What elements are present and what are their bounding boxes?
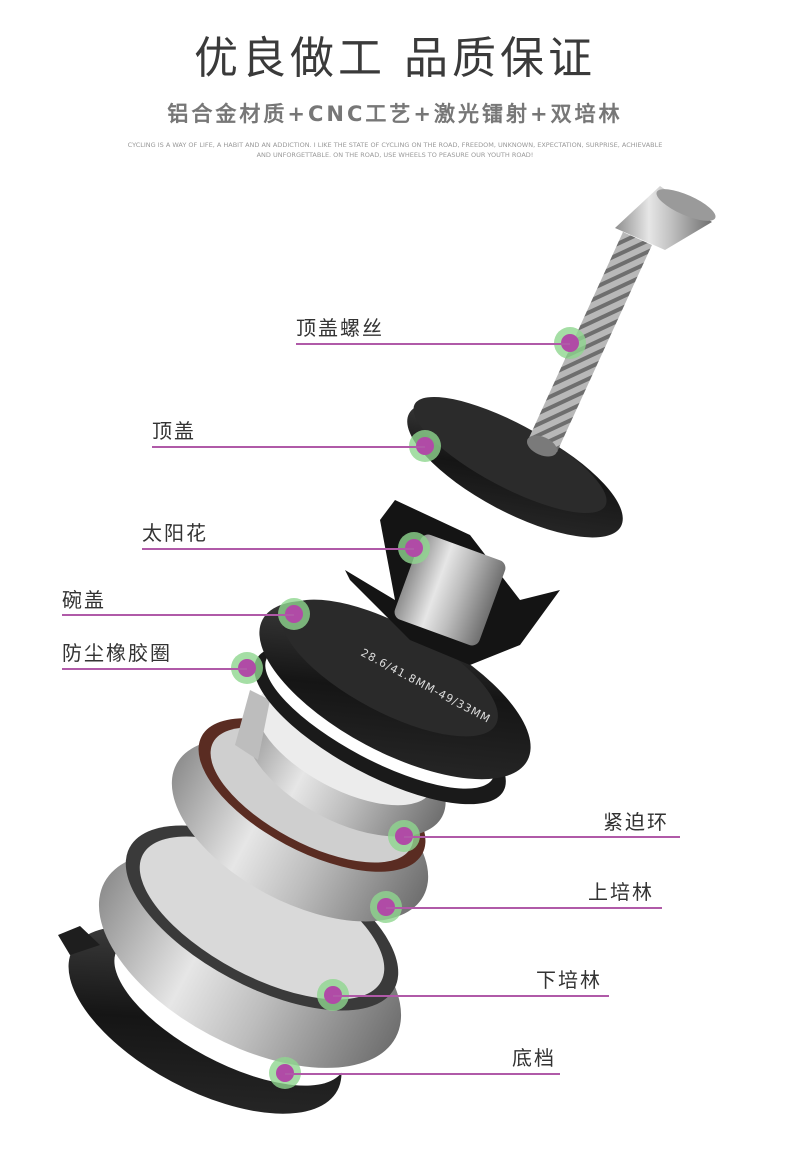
label-bottom-race: 底档 — [512, 1046, 556, 1070]
marker-star-nut — [398, 532, 430, 564]
label-star-nut: 太阳花 — [142, 521, 208, 545]
leader-upper-bearing — [386, 907, 662, 909]
lower-bearing — [98, 825, 402, 1068]
page-title: 优良做工 品质保证 — [194, 33, 596, 84]
leader-star-nut — [142, 548, 414, 550]
label-upper-bearing: 上培林 — [588, 880, 654, 904]
marker-cup-cover — [278, 598, 310, 630]
cup-cover: 28.6/41.8MM-49/33MM — [259, 599, 531, 780]
top-cap — [407, 396, 623, 538]
marker-dust-seal — [231, 652, 263, 684]
label-lower-bearing: 下培林 — [536, 968, 602, 992]
label-compression-ring: 紧迫环 — [603, 810, 669, 834]
leader-lower-bearing — [333, 995, 609, 997]
leader-dust-seal — [62, 668, 247, 670]
label-cup-cover: 碗盖 — [62, 588, 106, 612]
leader-compression-ring — [404, 836, 680, 838]
tagline: CYCLING IS A WAY OF LIFE, A HABIT AND AN… — [127, 141, 663, 159]
label-dust-seal: 防尘橡胶圈 — [62, 641, 172, 665]
star-nut — [345, 500, 560, 665]
label-top-cap: 顶盖 — [152, 419, 196, 443]
leader-cup-cover — [62, 614, 294, 616]
leader-top-cap-bolt — [296, 343, 570, 345]
top-cap-bolt — [526, 186, 716, 457]
marker-top-cap — [409, 430, 441, 462]
leader-top-cap — [152, 446, 425, 448]
label-top-cap-bolt: 顶盖螺丝 — [296, 316, 384, 340]
marker-bolt — [554, 327, 586, 359]
page-subtitle: 铝合金材质+CNC工艺+激光镭射+双培林 — [167, 102, 623, 126]
leader-bottom-race — [285, 1073, 560, 1075]
